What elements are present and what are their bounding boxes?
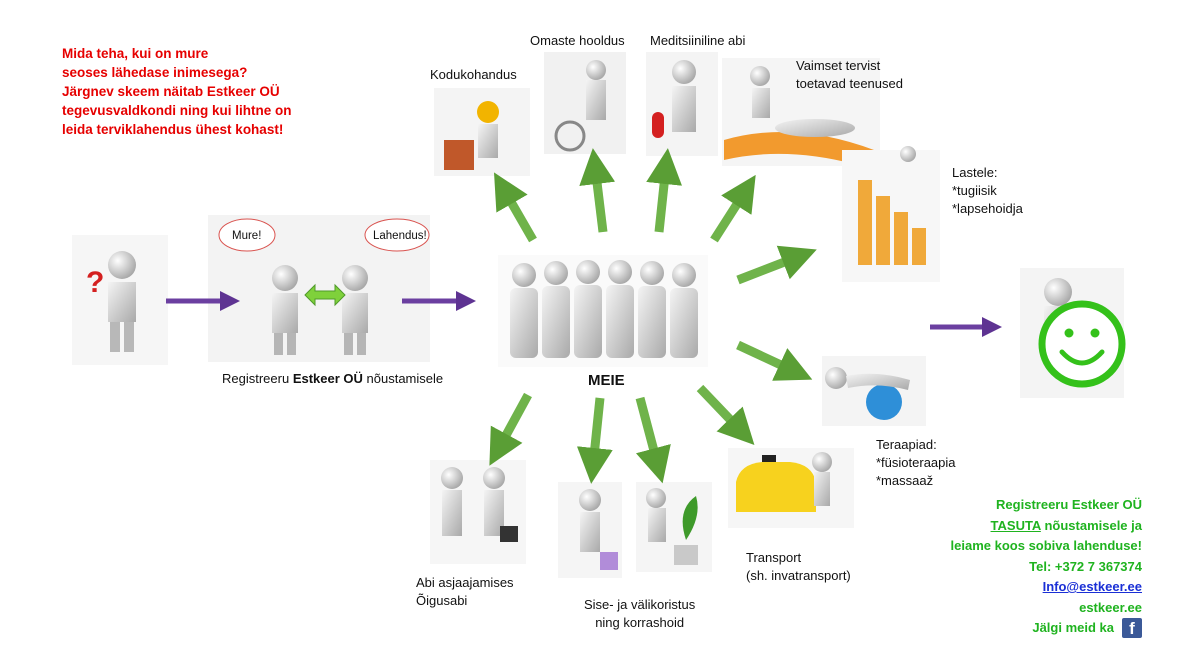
arrow-to-valikoristus [635, 396, 671, 484]
label-koristus: Sise- ja välikoristus ning korrashoid [584, 596, 695, 632]
arrow-to-transport [696, 384, 755, 446]
center-label-meie: MEIE [588, 372, 625, 389]
cta-line-2: TASUTA nõustamisele ja [951, 516, 1142, 537]
label-line: (sh. invatransport) [746, 568, 851, 583]
cta-tasuta: TASUTA [990, 517, 1041, 533]
contact-block: Registreeru Estkeer OÜ TASUTA nõustamise… [951, 495, 1142, 639]
koristus-figure [558, 482, 712, 578]
label-line: Sise- ja välikoristus [584, 597, 696, 612]
label-line: Vaimset tervist [796, 58, 881, 73]
arrow-to-kodukohandus [494, 172, 537, 243]
lastele-figure [842, 146, 940, 282]
intro-line: seoses lähedase inimesega? [62, 65, 248, 80]
asjaajamine-figure [430, 460, 526, 564]
intro-line: Järgnev skeem näitab Estkeer OÜ [62, 84, 280, 99]
cta-line-1: Registreeru Estkeer OÜ [996, 497, 1142, 512]
intro-line: Mida teha, kui on mure [62, 46, 209, 61]
question-mark-icon: ? [86, 266, 104, 299]
consultation-figure [208, 215, 430, 362]
speech-bubble-mure: Mure! [232, 230, 262, 242]
label-line: *tugiisik [952, 183, 997, 198]
transport-figure [728, 448, 854, 528]
arrow-to-asjaajamine [489, 392, 532, 466]
register-brand: Estkeer OÜ [292, 371, 363, 386]
label-line: ning korrashoid [595, 615, 685, 630]
omaste-hooldus-figure [544, 52, 626, 154]
label-line: Abi asjaajamises [416, 575, 514, 590]
cta-line-3: leiame koos sobiva lahenduse! [950, 538, 1142, 553]
speech-bubble-lahendus: Lahendus! [373, 230, 427, 242]
label-teraapiad: Teraapiad: *füsioteraapia *massaaž [876, 436, 956, 490]
contact-email-link[interactable]: Info@estkeer.ee [1042, 579, 1142, 594]
cta-line-2-rest: nõustamisele ja [1040, 517, 1142, 533]
label-meditsiiniline-abi: Meditsiiniline abi [650, 33, 746, 48]
label-kodukohandus: Kodukohandus [430, 67, 517, 82]
double-arrow-icon [304, 283, 346, 307]
label-line: toetavad teenused [796, 76, 903, 91]
label-line: Õigusabi [416, 593, 468, 608]
label-asjaajamine: Abi asjaajamises Õigusabi [416, 574, 514, 610]
kodukohandus-figure [434, 88, 530, 176]
label-lastele: Lastele: *tugiisik *lapsehoidja [952, 164, 1023, 218]
intro-text: Mida teha, kui on mure seoses lähedase i… [62, 44, 322, 139]
register-suffix: nõustamisele [362, 371, 444, 386]
label-line: Teraapiad: [876, 437, 937, 452]
arrow-to-omaste-hooldus [579, 148, 616, 233]
smiley-icon [1038, 300, 1126, 388]
label-omaste-hooldus: Omaste hooldus [530, 33, 625, 48]
arrow-to-lastele [736, 245, 817, 285]
label-line: *lapsehoidja [952, 201, 1023, 216]
contact-phone: Tel: +372 7 367374 [1029, 558, 1142, 574]
arrow-to-teraapiad [736, 340, 813, 381]
happy-result-figure [1020, 268, 1126, 398]
contact-website[interactable]: estkeer.ee [1079, 599, 1142, 615]
intro-line: tegevusvaldkondi ning kui lihtne on [62, 103, 292, 118]
arrow-to-meditsiiniline-abi [646, 148, 683, 233]
teraapiad-figure [822, 356, 926, 426]
follow-label: Jälgi meid ka [1032, 620, 1114, 635]
person-question-figure: ? [72, 235, 168, 365]
label-vaimne-tervis: Vaimset tervist toetavad teenused [796, 57, 903, 93]
vaimne-tervis-figure [722, 58, 880, 166]
register-prefix: Registreeru [222, 371, 293, 386]
intro-line: leida terviklahendus ühest kohast! [62, 122, 284, 137]
label-line: Transport [746, 550, 802, 565]
label-transport: Transport (sh. invatransport) [746, 549, 851, 585]
meditsiiniline-abi-figure [646, 52, 718, 156]
arrow-to-vaimne-tervis [710, 174, 756, 243]
label-line: *massaaž [876, 473, 934, 488]
follow-row: Jälgi meid ka f [951, 618, 1142, 639]
label-line: Lastele: [952, 165, 998, 180]
team-group-figure [498, 255, 708, 367]
arrow-to-sisekoristus [576, 397, 613, 484]
facebook-icon[interactable]: f [1122, 618, 1142, 639]
label-line: *füsioteraapia [876, 455, 956, 470]
register-label: Registreeru Estkeer OÜ nõustamisele [222, 370, 443, 388]
